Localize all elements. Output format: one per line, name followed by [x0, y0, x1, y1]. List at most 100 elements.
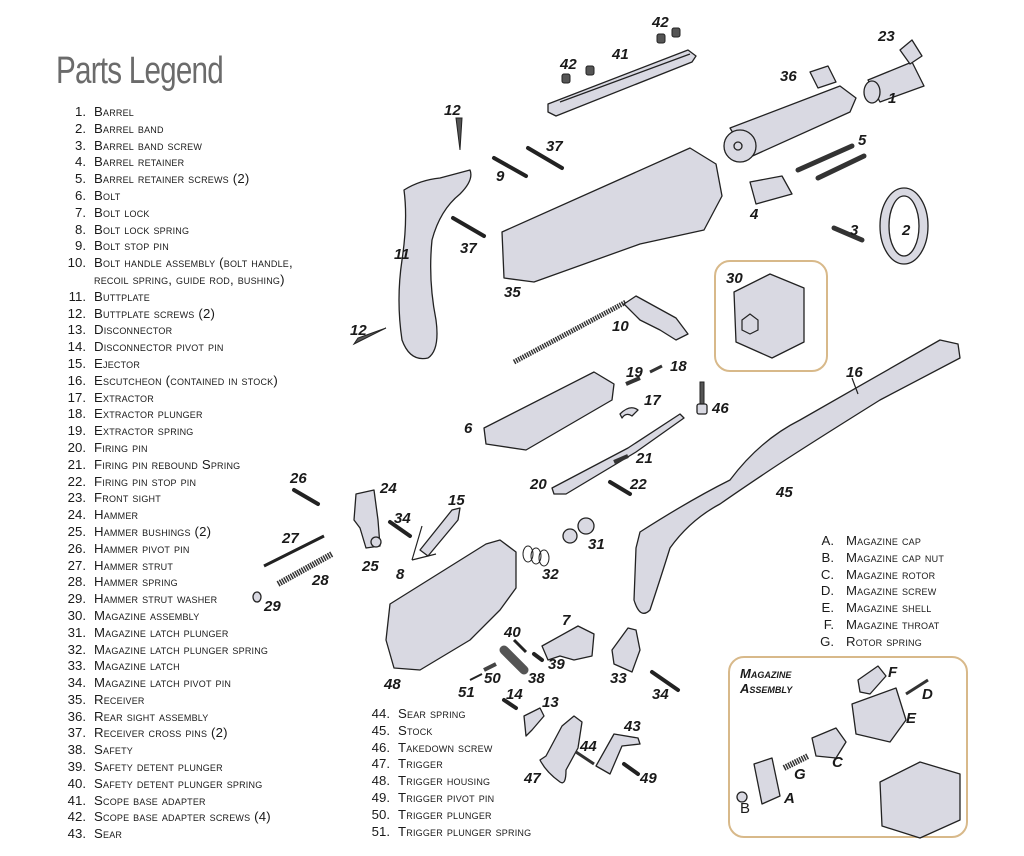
legend-item: 42.Scope base adapter screws (4) — [58, 809, 293, 826]
legend-item-number: 30. — [67, 607, 86, 623]
legend-item-label: Rear sight assembly — [94, 708, 209, 724]
callout-29: 29 — [264, 598, 281, 615]
part-bolt-lock — [541, 625, 595, 661]
legend-item-number: E. — [821, 600, 834, 616]
legend-item: 11.Buttplate — [58, 289, 293, 306]
legend-item-label: Hammer strut — [94, 557, 174, 573]
legend-item-number: 25. — [67, 523, 86, 539]
legend-item: 36.Rear sight assembly — [58, 709, 293, 726]
legend-item: 34.Magazine latch pivot pin — [58, 675, 293, 692]
legend-item-label: Receiver cross pins (2) — [94, 725, 228, 741]
legend-item-label: Trigger housing — [398, 773, 491, 789]
legend-item-number: 42. — [67, 809, 86, 825]
legend-item-label: Barrel retainer screws (2) — [94, 171, 250, 187]
legend-item-label: Hammer bushings (2) — [94, 523, 212, 539]
callout-35: 35 — [504, 284, 521, 301]
legend-item: 14.Disconnector pivot pin — [58, 339, 293, 356]
callout-30: 30 — [726, 270, 743, 287]
part-safety-detent-plunger — [532, 652, 544, 662]
callout-40: 40 — [504, 624, 521, 641]
legend-item-label: Safety — [94, 742, 133, 758]
part-magazine-latch — [611, 627, 641, 673]
callout-16: 16 — [846, 364, 863, 381]
part-scope-base-adapter — [547, 49, 697, 117]
legend-item: 25. Hammer bushings (2) — [58, 524, 293, 541]
callout-E: E — [906, 710, 917, 727]
magazine-inset-box — [714, 260, 828, 372]
legend-item: 41.Scope base adapter — [58, 793, 293, 810]
legend-item-label: Hammer strut washer — [94, 591, 218, 607]
callout-47: 47 — [524, 770, 541, 787]
legend-item: 47.Trigger — [368, 756, 531, 773]
callout-2: 2 — [902, 222, 911, 239]
legend-item: 4.Barrel retainer — [58, 154, 293, 171]
legend-item-label: Extractor plunger — [94, 406, 203, 422]
part-buttplate-screw — [352, 327, 387, 346]
legend-item-label: Front sight — [94, 490, 161, 506]
legend-item-label: Magazine latch pivot pin — [94, 675, 232, 691]
legend-item-label: Receiver — [94, 691, 145, 707]
legend-item-label: Takedown screw — [398, 739, 493, 755]
legend-item: 6. Bolt — [58, 188, 293, 205]
magazine-assembly-title-line2: Assembly — [740, 681, 793, 696]
part-magazine-latch-plunger — [562, 517, 595, 544]
legend-item-label: Firing pin rebound Spring — [94, 456, 241, 472]
part-barrel-retainer-screws — [795, 143, 867, 181]
legend-item-label: Ejector — [94, 355, 141, 371]
legend-item-label: Bolt — [94, 187, 121, 203]
legend-item: 38.Safety — [58, 742, 293, 759]
callout-10: 10 — [612, 318, 629, 335]
part-hammer — [353, 489, 381, 549]
legend-item-number: 26. — [67, 540, 86, 556]
legend-item-label: Magazine latch plunger — [94, 624, 229, 640]
callout-19: 19 — [626, 364, 643, 381]
legend-item: 35. Receiver — [58, 692, 293, 709]
legend-item: 8. Bolt lock spring — [58, 222, 293, 239]
legend-item-label: Magazine latch plunger spring — [94, 641, 269, 657]
legend-item: 46.Takedown screw — [368, 740, 531, 757]
legend-item-continuation: recoil spring, guide rod, bushing) — [58, 272, 293, 289]
legend-item-number: 6. — [75, 187, 86, 203]
legend-item-number: A. — [821, 533, 834, 548]
part-scope-screws — [561, 27, 681, 84]
callout-15: 15 — [448, 492, 465, 509]
legend-item-number: 5. — [75, 171, 86, 187]
legend-item-number: 15. — [67, 355, 86, 371]
legend-item-label: Bolt lock — [94, 204, 150, 220]
callout-42a: 42 — [560, 56, 577, 73]
legend-item-label: Bolt lock spring — [94, 221, 190, 237]
part-bolt-handle-spring — [512, 299, 628, 365]
legend-item: 13.Disconnector — [58, 322, 293, 339]
part-trigger-plunger-spring — [469, 673, 483, 681]
legend-item-label: Disconnector pivot pin — [94, 339, 224, 355]
part-sear-spring — [575, 750, 595, 766]
part-ejector — [419, 507, 461, 557]
callout-G: G — [794, 766, 806, 783]
callout-51: 51 — [458, 684, 475, 701]
legend-item-label: Magazine rotor — [846, 566, 936, 582]
callout-23: 23 — [878, 28, 895, 45]
legend-item-label: Bolt stop pin — [94, 238, 169, 254]
magazine-assembly-box — [728, 656, 968, 838]
part-magazine-cap — [753, 757, 781, 805]
legend-item-label: Barrel band screw — [94, 137, 203, 153]
legend-item-number: 8. — [75, 221, 86, 237]
callout-44: 44 — [580, 738, 597, 755]
legend-item-label-continuation: recoil spring, guide rod, bushing) — [94, 271, 285, 287]
callout-34a: 34 — [394, 510, 411, 527]
part-magazine-complete — [879, 761, 961, 839]
legend-item-number: 35. — [67, 691, 86, 707]
legend-item-label: Magazine cap nut — [846, 549, 945, 565]
callout-38: 38 — [528, 670, 545, 687]
legend-item-label: Trigger plunger — [398, 806, 492, 822]
legend-item-number: 24. — [67, 507, 86, 523]
legend-item: 10.Bolt handle assembly (bolt handle, — [58, 255, 293, 272]
callout-F: F — [888, 664, 898, 681]
legend-item-number: 37. — [67, 725, 86, 741]
callout-48: 48 — [384, 676, 401, 693]
legend-item: 28.Hammer spring — [58, 574, 293, 591]
legend-item-label: Firing pin stop pin — [94, 473, 197, 489]
legend-item: 20.Firing pin — [58, 440, 293, 457]
legend-item: 21.Firing pin rebound Spring — [58, 457, 293, 474]
